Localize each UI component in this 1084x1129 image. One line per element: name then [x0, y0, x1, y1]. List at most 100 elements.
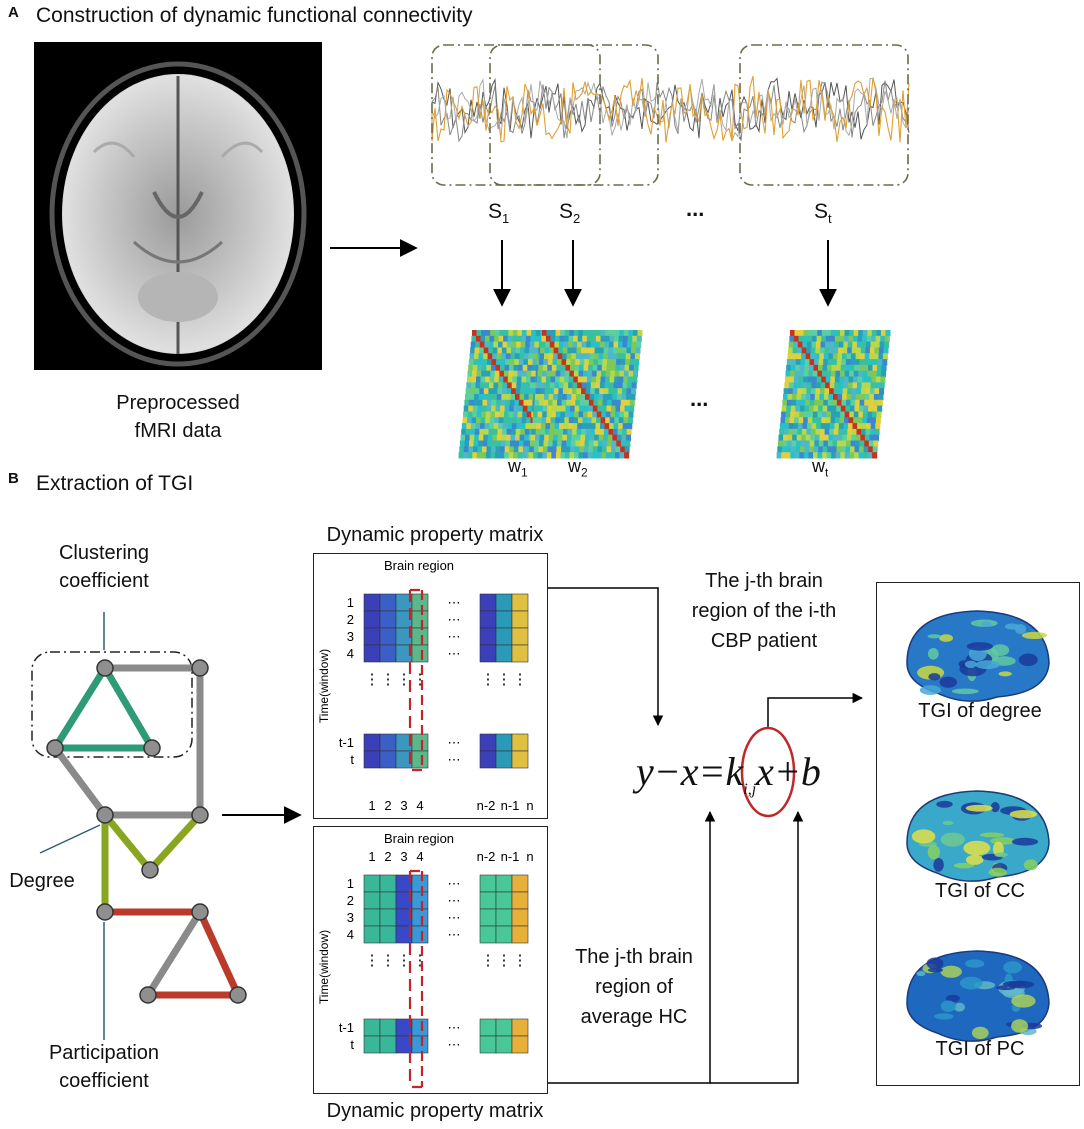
- matrix-cell: [495, 733, 513, 752]
- fc-cell: [485, 411, 491, 418]
- clustering-highlight-box: [31, 651, 193, 758]
- fc-cell: [476, 417, 482, 424]
- fc-cell: [786, 399, 792, 407]
- fc-cell: [524, 434, 530, 441]
- fc-cell: [816, 335, 822, 343]
- fc-cell: [817, 370, 823, 377]
- fc-cell: [844, 452, 850, 459]
- fc-cell: [603, 388, 609, 395]
- fc-cell: [603, 434, 609, 441]
- matrix-cell: [363, 610, 381, 629]
- fc-cell: [574, 364, 580, 372]
- column-ellipsis: ⋮: [413, 952, 428, 969]
- row-ellipsis: ⋯: [448, 595, 461, 610]
- fc-cell: [612, 434, 618, 441]
- fc-cell: [553, 347, 559, 354]
- fc-cell: [561, 405, 566, 412]
- fc-cell: [473, 359, 479, 366]
- fc-cell: [792, 434, 798, 441]
- fc-cell: [797, 388, 803, 395]
- column-ellipsis: ⋮: [397, 671, 412, 688]
- fc-cell: [831, 452, 837, 459]
- matrix-cell: [511, 891, 529, 910]
- fc-cell: [827, 440, 833, 447]
- fc-cell: [632, 376, 638, 383]
- fc-cell: [847, 382, 853, 389]
- fc-cell: [805, 434, 811, 441]
- fc-cell: [855, 434, 861, 441]
- fc-cell: [483, 428, 489, 436]
- fc-cell: [829, 428, 835, 436]
- fc-cell: [483, 353, 489, 360]
- fc-cell: [486, 364, 492, 372]
- fc-cell: [579, 399, 585, 407]
- fc-cell: [561, 399, 567, 407]
- matrix-cell: [379, 891, 397, 910]
- fc-cell: [810, 353, 816, 360]
- fc-cell: [621, 353, 627, 360]
- fc-cell: [789, 335, 795, 343]
- fc-cell: [560, 411, 566, 418]
- fc-cell: [463, 446, 469, 453]
- fc-cell: [562, 347, 568, 354]
- fc-cell: [539, 353, 545, 360]
- fc-cell: [627, 423, 633, 430]
- fc-cell: [859, 405, 864, 412]
- fc-cell: [818, 446, 824, 453]
- fc-cell: [479, 341, 485, 348]
- fc-cell: [559, 376, 565, 383]
- fc-cell: [875, 341, 881, 348]
- fc-cell: [474, 394, 480, 401]
- fc-cell: [581, 428, 587, 436]
- matrix-cell: [511, 593, 529, 612]
- degree-pointer: [39, 824, 101, 854]
- fc-cell: [880, 330, 886, 337]
- fc-cell: [805, 353, 811, 360]
- matrix-cell: [495, 908, 513, 927]
- fc-cell: [796, 434, 802, 441]
- fc-cell: [592, 330, 597, 337]
- fc-cell: [870, 423, 876, 430]
- fc-cell: [617, 347, 623, 354]
- fc-cell: [867, 370, 873, 377]
- fc-cell: [500, 440, 506, 447]
- fc-cell: [545, 423, 551, 430]
- fc-cell: [530, 434, 536, 441]
- fc-cell: [485, 452, 491, 459]
- fc-cell: [498, 376, 504, 383]
- fc-cell: [781, 405, 787, 412]
- fc-cell: [568, 376, 574, 383]
- fc-cell: [504, 405, 510, 412]
- row-number: 2: [347, 893, 354, 908]
- fc-cell: [837, 440, 842, 447]
- fc-cell: [560, 370, 566, 377]
- fc-cell: [510, 353, 516, 360]
- fc-cell: [481, 452, 487, 459]
- fc-cell: [547, 364, 553, 372]
- fc-cell: [608, 341, 614, 348]
- fc-cell: [837, 353, 843, 360]
- fc-cell: [614, 370, 620, 377]
- fc-cell: [467, 370, 473, 377]
- fc-cell: [514, 440, 520, 447]
- fc-cell: [622, 428, 628, 436]
- fc-cell: [567, 388, 573, 395]
- fc-cell: [816, 423, 822, 430]
- fc-cell: [804, 405, 810, 412]
- fc-cell: [833, 394, 838, 401]
- fc-cell: [585, 428, 591, 436]
- column-number: n: [526, 849, 533, 864]
- fc-cell: [609, 335, 615, 343]
- signal-trace: [431, 75, 910, 143]
- fc-cell: [788, 341, 794, 348]
- fc-cell: [855, 394, 861, 401]
- fc-cell: [536, 376, 542, 383]
- fc-cell: [620, 399, 626, 407]
- time-axis-label: Time(window): [317, 649, 331, 723]
- fc-cell: [602, 440, 608, 447]
- column-ellipsis: ⋮: [413, 671, 428, 688]
- fc-cell: [562, 394, 568, 401]
- fc-cell: [564, 335, 570, 343]
- fc-cell: [783, 428, 789, 436]
- fc-cell: [555, 411, 561, 418]
